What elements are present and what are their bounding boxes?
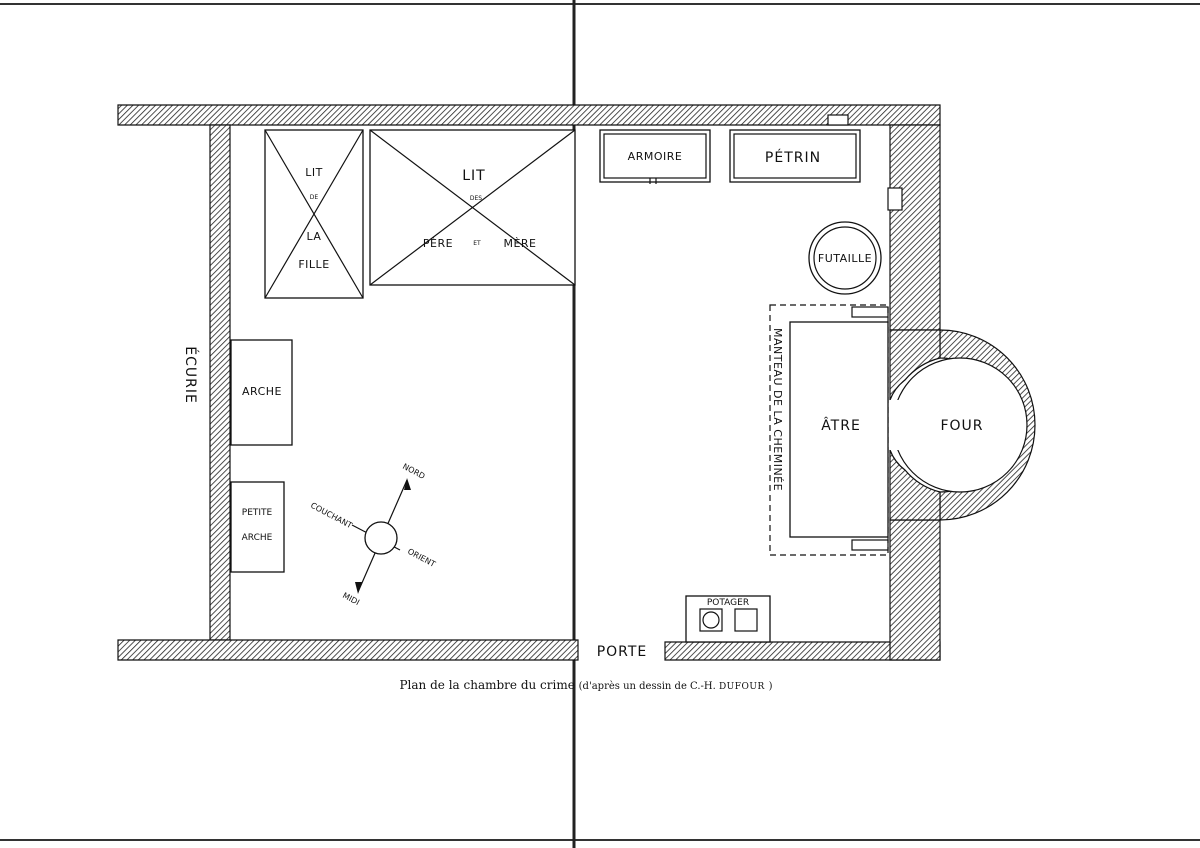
wall-niche-side — [887, 187, 903, 211]
svg-text:FUTAILLE: FUTAILLE — [818, 252, 872, 265]
right-wall-upper — [889, 124, 941, 331]
wall-niche — [827, 114, 849, 126]
compass-nord: NORD — [401, 462, 426, 481]
svg-text:LIT: LIT — [305, 166, 323, 179]
arche: ARCHE — [230, 339, 293, 446]
svg-text:ET: ET — [473, 240, 481, 247]
atre-label: ÂTRE — [821, 416, 861, 434]
compass-orient: ORIENT — [406, 547, 437, 569]
four-label: FOUR — [940, 418, 983, 434]
svg-text:FILLE: FILLE — [298, 258, 329, 271]
right-wall-lower — [889, 519, 941, 661]
svg-text:DES: DES — [470, 195, 482, 202]
oven-mouth-lower — [889, 449, 941, 521]
svg-text:DE: DE — [310, 194, 319, 201]
svg-text:PÈRE: PÈRE — [423, 237, 453, 250]
compass-couchant: COUCHANT — [309, 501, 354, 530]
futaille: FUTAILLE — [808, 221, 882, 295]
oven-mouth — [889, 329, 941, 401]
lit-fille: LIT DE LA FILLE — [264, 129, 364, 299]
svg-text:LA: LA — [307, 230, 322, 243]
porte-label: PORTE — [597, 644, 648, 660]
cheminee: MANTEAU DE LA CHEMINÉE ÂTRE — [769, 304, 889, 556]
caption-credit-name: DUFOUR — [719, 682, 765, 692]
potager: POTAGER — [685, 595, 771, 643]
svg-text:POTAGER: POTAGER — [707, 598, 749, 608]
walls — [117, 104, 1036, 661]
lit-parents: LIT DES PÈRE ET MÈRE — [369, 129, 576, 286]
svg-text:ARCHE: ARCHE — [242, 385, 282, 398]
svg-text:MÈRE: MÈRE — [503, 237, 536, 250]
armoire: ARMOIRE — [599, 129, 711, 184]
svg-text:ARMOIRE: ARMOIRE — [628, 150, 683, 163]
ecurie-label: ÉCURIE — [182, 346, 199, 404]
left-wall — [209, 124, 231, 641]
petrin: PÉTRIN — [729, 129, 861, 183]
bottom-wall-left — [117, 639, 579, 661]
compass-rose: NORD COUCHANT ORIENT MIDI — [309, 462, 437, 607]
caption-credit-pre: (d'après un dessin de C.-H. — [579, 681, 719, 692]
svg-text:MANTEAU DE LA CHEMINÉE: MANTEAU DE LA CHEMINÉE — [771, 328, 784, 491]
svg-text:PETITE: PETITE — [242, 508, 273, 518]
petite-arche: PETITE ARCHE — [230, 481, 285, 573]
figure-caption: Plan de la chambre du crime (d'après un … — [399, 678, 772, 692]
caption-credit-post: ) — [769, 681, 773, 692]
svg-text:PÉTRIN: PÉTRIN — [765, 149, 821, 166]
caption-main: Plan de la chambre du crime — [399, 678, 574, 692]
svg-text:ARCHE: ARCHE — [242, 533, 273, 543]
svg-text:LIT: LIT — [462, 168, 485, 184]
top-wall — [117, 104, 941, 126]
